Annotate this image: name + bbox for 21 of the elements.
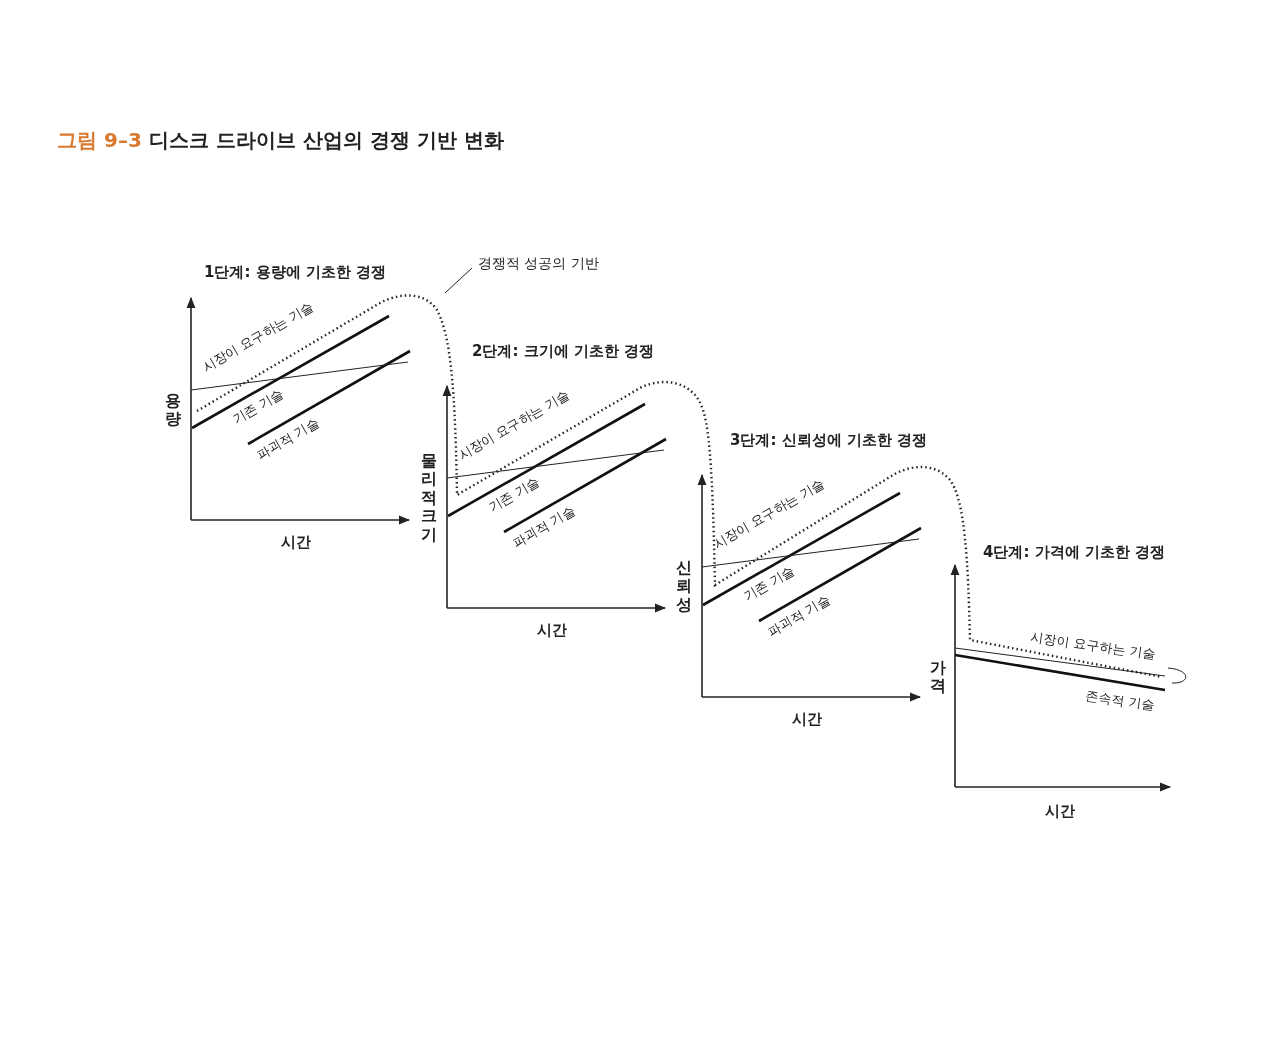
stage-heading: 2단계: 크기에 기초한 경쟁 xyxy=(472,343,655,360)
axis-label: 용량 xyxy=(164,391,182,429)
dotted-curve xyxy=(196,294,1163,679)
axis-label: 물리적 크기 xyxy=(420,452,438,544)
line-label: 기존 기술 xyxy=(486,474,542,516)
axis-label: 시간 xyxy=(1045,802,1075,820)
line-label: 기존 기술 xyxy=(741,563,797,605)
axis-label: 시간 xyxy=(281,533,311,551)
axis-label: 시간 xyxy=(792,710,822,728)
line-label: 시장이 요구하는 기술 xyxy=(1030,630,1156,662)
line-label: 기존 기술 xyxy=(230,386,286,428)
stage-heading: 4단계: 가격에 기초한 경쟁 xyxy=(983,544,1166,561)
axis-label: 가격 xyxy=(929,658,947,696)
axis-label: 신뢰성 xyxy=(675,559,693,615)
axis-label: 시간 xyxy=(537,621,567,639)
leader-line xyxy=(444,267,473,294)
figure-title: 그림 9–3 디스크 드라이브 산업의 경쟁 기반 변화 xyxy=(57,129,504,151)
line-label: 존속적 기술 xyxy=(1084,689,1156,713)
curve-label: 경쟁적 성공의 기반 xyxy=(478,256,599,272)
stage-heading: 1단계: 용량에 기초한 경쟁 xyxy=(204,264,387,281)
stage-heading: 3단계: 신뢰성에 기초한 경쟁 xyxy=(730,432,928,449)
